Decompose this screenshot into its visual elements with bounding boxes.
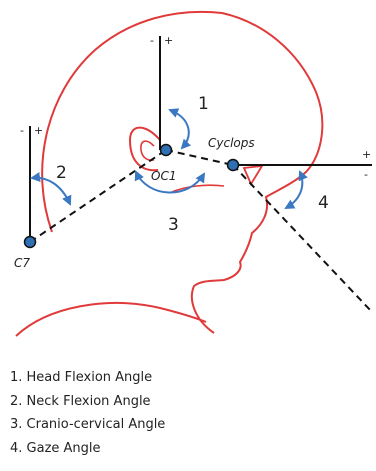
neck-axis-plus: + xyxy=(34,124,43,137)
head-axis-minus: - xyxy=(150,34,154,47)
c7-label: C7 xyxy=(14,256,30,270)
c7-to-oc1-segment xyxy=(30,150,166,242)
posture-angle-diagram: - + - + + - 1 2 3 4 OC1 Cyclops C7 xyxy=(0,0,376,350)
gaze-axis-minus: - xyxy=(364,168,368,181)
angle-legend: 1. Head Flexion Angle 2. Neck Flexion An… xyxy=(10,366,165,460)
legend-item-neck-flexion: 2. Neck Flexion Angle xyxy=(10,390,165,414)
oc1-to-cyclops-segment xyxy=(166,150,233,165)
eye-outline xyxy=(244,166,262,184)
oc1-point xyxy=(161,145,172,156)
angle-number-2: 2 xyxy=(56,163,67,183)
cyclops-label: Cyclops xyxy=(208,136,255,150)
neck-axis-minus: - xyxy=(20,124,24,137)
head-outline xyxy=(42,12,322,333)
legend-item-head-flexion: 1. Head Flexion Angle xyxy=(10,366,165,390)
head-axis-plus: + xyxy=(164,34,173,47)
c7-point xyxy=(25,237,36,248)
gaze-axis-plus: + xyxy=(362,148,371,161)
head-flexion-angle-arc xyxy=(170,110,189,148)
legend-item-gaze: 4. Gaze Angle xyxy=(10,437,165,461)
angle-number-1: 1 xyxy=(198,94,209,114)
cyclops-point xyxy=(228,160,239,171)
angle-number-3: 3 xyxy=(168,215,179,235)
ear-outline xyxy=(130,128,160,171)
shoulder-outline xyxy=(16,303,206,336)
legend-item-cranio-cervical: 3. Cranio-cervical Angle xyxy=(10,413,165,437)
ear-inner-outline xyxy=(141,141,154,160)
angle-number-4: 4 xyxy=(318,193,329,213)
oc1-label: OC1 xyxy=(151,169,176,183)
